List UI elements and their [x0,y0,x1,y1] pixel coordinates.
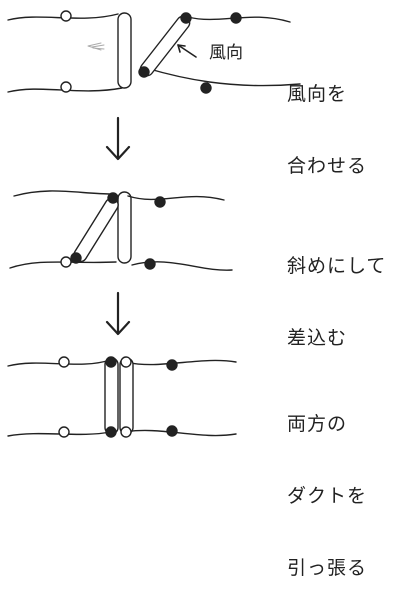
right-duct-bottom-edge [131,261,233,271]
caption-line: 引っ張る [287,557,368,579]
step-1-figure: 風向 [7,10,301,94]
left-duct-ring [60,81,72,93]
right-duct-ring [138,66,150,78]
down-arrow-icon [105,116,131,161]
right-duct-ring [107,192,119,204]
down-arrow-icon [105,291,131,336]
left-duct-ring [120,356,132,368]
step-3-caption: 両方の ダクトを 引っ張る [287,364,367,604]
caption-line: 両方の [287,413,348,435]
right-duct-top-edge [127,195,225,201]
left-duct-bottom-edge [9,261,117,269]
right-duct-ring [180,12,192,24]
right-duct-bottom-edge [124,429,237,437]
wind-direction-label: 風向 [209,43,243,63]
left-duct-sleeve [117,12,132,89]
left-duct-ring [60,10,72,22]
step-3-figure [7,356,237,438]
right-duct-top-edge [124,359,237,366]
right-duct-ring [105,426,117,438]
left-duct-ring [58,356,70,368]
caption-line: 差込む [287,327,348,349]
step-1-caption: 風向を 合わせる [287,34,367,202]
left-duct-sleeve [117,191,132,264]
right-duct-sleeve [104,357,119,435]
duct-connection-diagram: 風向 [7,10,301,438]
airflow-hint-icon [87,42,105,51]
right-duct-ring [105,356,117,368]
caption-line: ダクトを [287,485,368,507]
caption-line: 風向を [287,83,348,105]
right-duct-ring [166,425,178,437]
left-duct-ring [60,256,72,268]
left-duct-sleeve [119,357,134,435]
right-duct-ring [200,82,212,94]
left-duct-top-edge [13,190,113,197]
right-duct-ring [230,12,242,24]
step-2-figure [9,190,233,271]
right-duct-bottom-edge [145,67,301,87]
right-duct-ring [166,359,178,371]
wind-arrow-icon [177,44,197,58]
caption-line: 合わせる [287,155,368,177]
left-duct-ring [120,426,132,438]
right-duct-ring [70,252,82,264]
left-duct-ring [58,426,70,438]
caption-line: 斜めにして [287,255,387,277]
right-duct-ring [144,258,156,270]
step-2-caption: 斜めにして 差込む [287,206,386,374]
right-duct-ring [154,196,166,208]
